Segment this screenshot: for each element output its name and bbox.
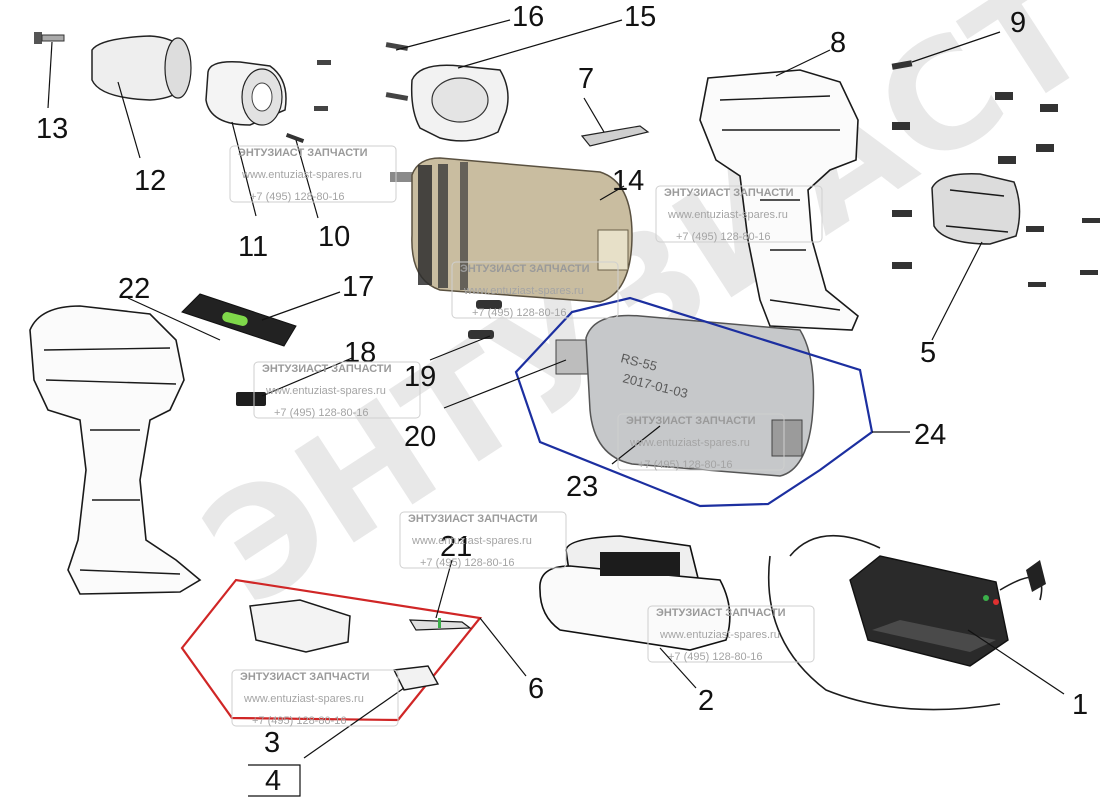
callout-14: 14 — [612, 165, 644, 197]
callout-24: 24 — [914, 419, 946, 451]
callout-6: 6 — [528, 673, 544, 705]
svg-text:+7 (495) 128-80-16: +7 (495) 128-80-16 — [668, 651, 762, 663]
watermark-stamp-1: ЭНТУЗИАСТ ЗАПЧАСТИ www.entuziast-spares.… — [229, 145, 397, 203]
callout-20: 20 — [404, 421, 436, 453]
part-switch — [249, 599, 472, 691]
callout-8: 8 — [830, 27, 846, 59]
watermark-stamp-3: ЭНТУЗИАСТ ЗАПЧАСТИ www.entuziast-spares.… — [451, 261, 619, 319]
callout-1: 1 — [1072, 689, 1088, 721]
svg-text:www.entuziast-spares.ru: www.entuziast-spares.ru — [265, 385, 386, 397]
svg-text:www.entuziast-spares.ru: www.entuziast-spares.ru — [411, 535, 532, 547]
callout-9: 9 — [1010, 7, 1026, 39]
svg-text:ЭНТУЗИАСТ ЗАПЧАСТИ: ЭНТУЗИАСТ ЗАПЧАСТИ — [262, 363, 392, 375]
svg-text:+7 (495) 128-80-16: +7 (495) 128-80-16 — [472, 307, 566, 319]
watermark-stamp-2: ЭНТУЗИАСТ ЗАПЧАСТИ www.entuziast-spares.… — [655, 185, 823, 243]
part-bracket — [580, 125, 650, 147]
svg-text:ЭНТУЗИАСТ ЗАПЧАСТИ: ЭНТУЗИАСТ ЗАПЧАСТИ — [240, 671, 370, 683]
part-motor: RS-55 2017-01-03 — [555, 314, 815, 477]
watermark-stamp-4: ЭНТУЗИАСТ ЗАПЧАСТИ www.entuziast-spares.… — [253, 361, 421, 419]
part-chuck-sleeve — [91, 35, 192, 101]
part-switch-cap — [236, 392, 266, 406]
callout-13: 13 — [36, 113, 68, 145]
callout-16: 16 — [512, 1, 544, 33]
watermark-stamp-5: ЭНТУЗИАСТ ЗАПЧАСТИ www.entuziast-spares.… — [617, 413, 785, 471]
callout-18: 18 — [344, 337, 376, 369]
callout-12: 12 — [134, 165, 166, 197]
svg-text:www.entuziast-spares.ru: www.entuziast-spares.ru — [667, 209, 788, 221]
part-pin — [285, 133, 305, 143]
svg-text:www.entuziast-spares.ru: www.entuziast-spares.ru — [243, 693, 364, 705]
callout-5: 5 — [920, 337, 936, 369]
leader-lines — [47, 19, 1065, 797]
watermark-stamp-6: ЭНТУЗИАСТ ЗАПЧАСТИ www.entuziast-spares.… — [399, 511, 567, 569]
callout-4: 4 — [265, 765, 281, 797]
callout-21: 21 — [440, 531, 472, 563]
callout-11: 11 — [238, 231, 268, 263]
part-bubble-level — [181, 293, 297, 347]
watermark-stamp-8: ЭНТУЗИАСТ ЗАПЧАСТИ www.entuziast-spares.… — [231, 669, 399, 727]
svg-text:www.entuziast-spares.ru: www.entuziast-spares.ru — [659, 629, 780, 641]
svg-text:ЭНТУЗИАСТ ЗАПЧАСТИ: ЭНТУЗИАСТ ЗАПЧАСТИ — [626, 415, 756, 427]
part-housing-half — [699, 69, 859, 331]
callout-10: 10 — [318, 221, 350, 253]
part-gearbox-cover — [410, 64, 509, 142]
callout-22: 22 — [118, 273, 150, 305]
callout-15: 15 — [624, 1, 656, 33]
callout-23: 23 — [566, 471, 598, 503]
svg-text:ЭНТУЗИАСТ ЗАПЧАСТИ: ЭНТУЗИАСТ ЗАПЧАСТИ — [664, 187, 794, 199]
switch-group-outline — [180, 578, 483, 722]
part-housing-half-left — [29, 305, 202, 595]
svg-text:+7 (495) 128-80-16: +7 (495) 128-80-16 — [274, 407, 368, 419]
part-charger — [767, 534, 1046, 711]
svg-text:+7 (495) 128-80-16: +7 (495) 128-80-16 — [638, 459, 732, 471]
svg-text:www.entuziast-spares.ru: www.entuziast-spares.ru — [629, 437, 750, 449]
svg-text:www.entuziast-spares.ru: www.entuziast-spares.ru — [241, 169, 362, 181]
part-chuck-ring — [205, 60, 287, 126]
part-battery — [539, 535, 731, 651]
svg-text:www.entuziast-spares.ru: www.entuziast-spares.ru — [463, 285, 584, 297]
svg-text:ЭНТУЗИАСТ ЗАПЧАСТИ: ЭНТУЗИАСТ ЗАПЧАСТИ — [656, 607, 786, 619]
watermark-stamp-7: ЭНТУЗИАСТ ЗАПЧАСТИ www.entuziast-spares.… — [647, 605, 815, 663]
svg-text:ЭНТУЗИАСТ ЗАПЧАСТИ: ЭНТУЗИАСТ ЗАПЧАСТИ — [238, 147, 368, 159]
part-housing-screws — [891, 60, 1100, 287]
svg-text:+7 (495) 128-80-16: +7 (495) 128-80-16 — [250, 191, 344, 203]
callout-3: 3 — [264, 727, 280, 759]
part-chuck-screw — [34, 32, 65, 44]
svg-text:ЭНТУЗИАСТ ЗАПЧАСТИ: ЭНТУЗИАСТ ЗАПЧАСТИ — [460, 263, 590, 275]
callout-7: 7 — [578, 63, 594, 95]
svg-text:+7 (495) 128-80-16: +7 (495) 128-80-16 — [420, 557, 514, 569]
part-gearbox-screws — [314, 42, 409, 111]
part-rear-cap — [931, 173, 1021, 245]
motor-group-outline — [514, 296, 874, 508]
callout-2: 2 — [698, 685, 714, 717]
svg-text:ЭНТУЗИАСТ ЗАПЧАСТИ: ЭНТУЗИАСТ ЗАПЧАСТИ — [408, 513, 538, 525]
svg-text:+7 (495) 128-80-16: +7 (495) 128-80-16 — [252, 715, 346, 727]
callout-17: 17 — [342, 271, 374, 303]
callout-labels: 1 2 3 4 5 6 7 8 9 10 11 12 13 14 15 16 1… — [36, 1, 1088, 797]
svg-text:+7 (495) 128-80-16: +7 (495) 128-80-16 — [676, 231, 770, 243]
part-gearbox — [390, 157, 633, 303]
